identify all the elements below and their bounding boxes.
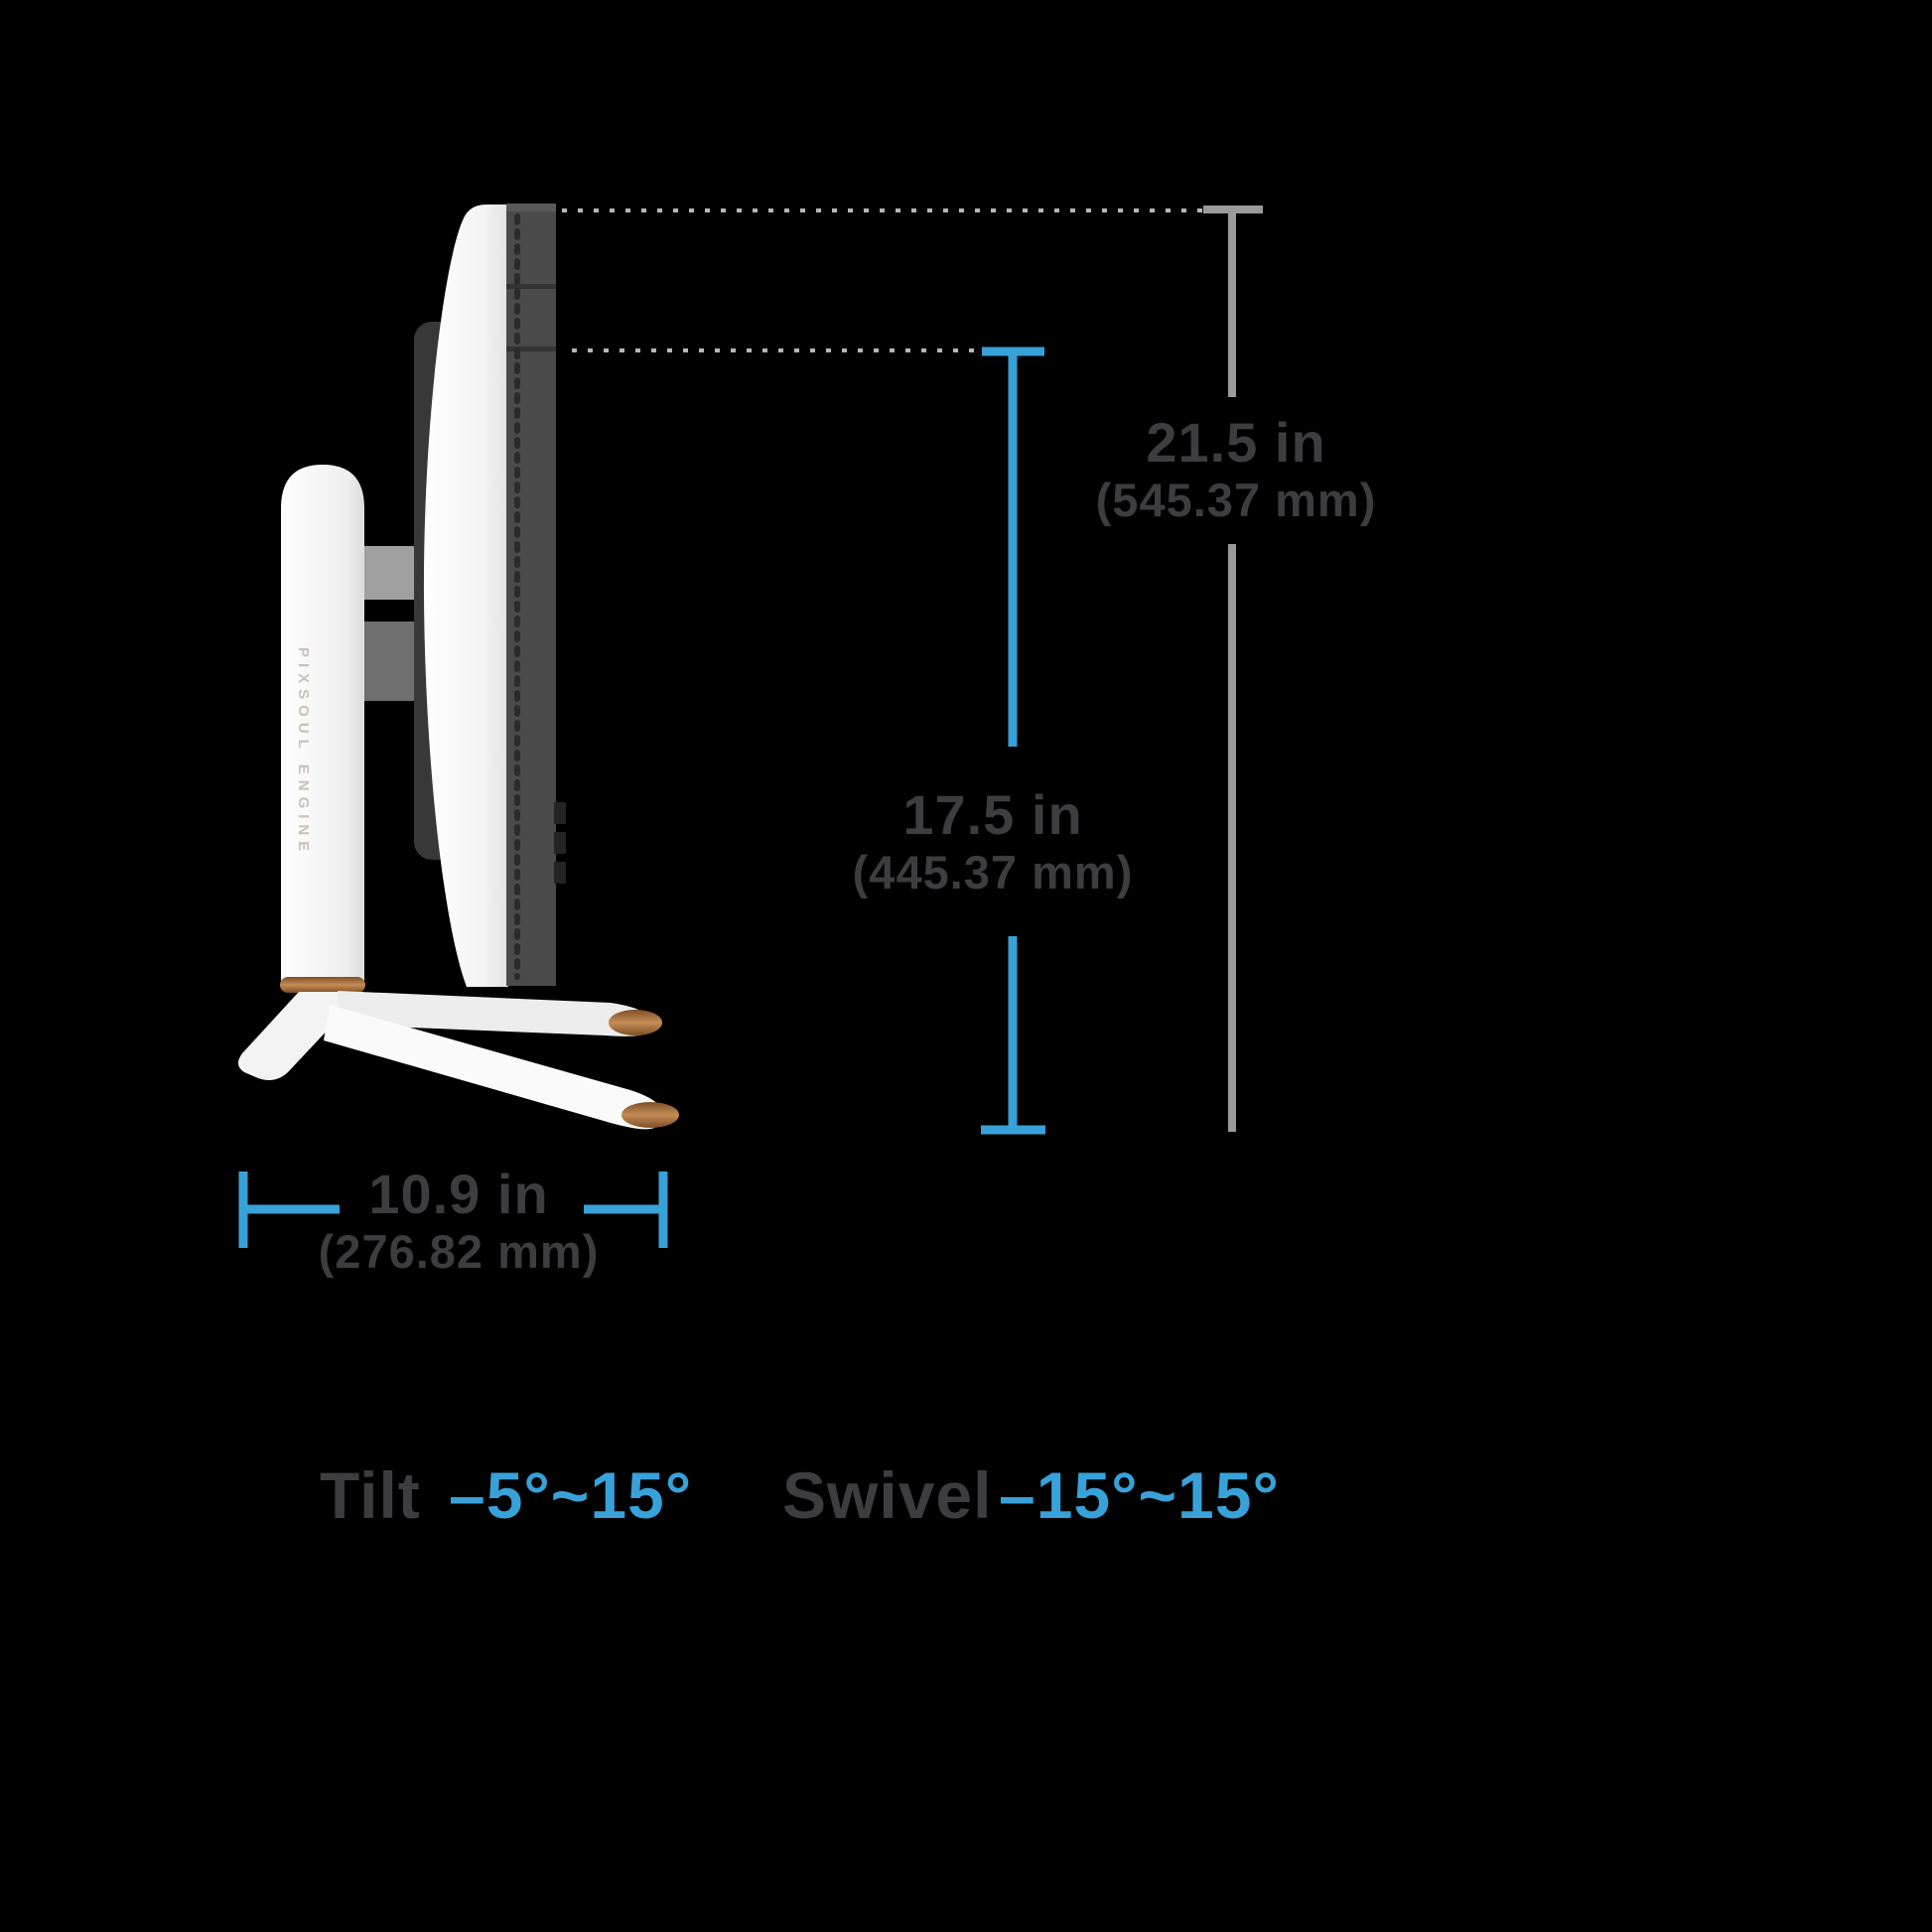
swivel-range-value: –15°~15° <box>999 1458 1280 1532</box>
tilt-range-value: –5°~15° <box>449 1458 693 1532</box>
base-rear-lower-prong <box>324 1005 663 1130</box>
swivel-label: Swivel <box>782 1458 993 1532</box>
stand-height-millimeters: (445.37 mm) <box>852 845 1134 898</box>
port-tab-1 <box>554 802 566 824</box>
monitor-side-illustration <box>237 204 679 1130</box>
panel-back-seam-1 <box>506 284 556 289</box>
port-tab-3 <box>554 862 566 884</box>
dimension-line-total-height <box>1203 206 1263 1132</box>
base-rear-upper-prong <box>338 991 651 1036</box>
stand-height-dimension-label: 17.5 in (445.37 mm) <box>852 783 1134 898</box>
panel-back-seam-2 <box>506 346 556 351</box>
panel-back <box>506 204 556 986</box>
base-depth-inches: 10.9 in <box>368 1163 549 1225</box>
port-tab-2 <box>554 832 566 854</box>
rear-foot-cap-lower <box>621 1102 679 1128</box>
stand-column <box>281 465 364 981</box>
brand-engraving-text: PIXSOUL ENGINE <box>295 647 312 858</box>
stand-copper-ring <box>280 977 365 993</box>
total-height-dimension-label: 21.5 in (545.37 mm) <box>1095 411 1377 526</box>
panel-front <box>423 205 508 987</box>
base-depth-millimeters: (276.82 mm) <box>318 1224 600 1278</box>
rear-foot-cap-upper <box>609 1010 662 1035</box>
dimension-line-stand-height <box>981 346 1045 1135</box>
total-height-millimeters: (545.37 mm) <box>1095 473 1377 526</box>
total-height-inches: 21.5 in <box>1146 411 1326 474</box>
base-depth-dimension-label: 10.9 in (276.82 mm) <box>318 1163 600 1278</box>
tilt-label: Tilt <box>320 1458 421 1532</box>
dimension-line-base-depth <box>238 1172 668 1248</box>
panel-back-top-edge <box>506 204 556 211</box>
stand-height-inches: 17.5 in <box>902 783 1083 846</box>
leader-lines <box>562 208 1223 352</box>
